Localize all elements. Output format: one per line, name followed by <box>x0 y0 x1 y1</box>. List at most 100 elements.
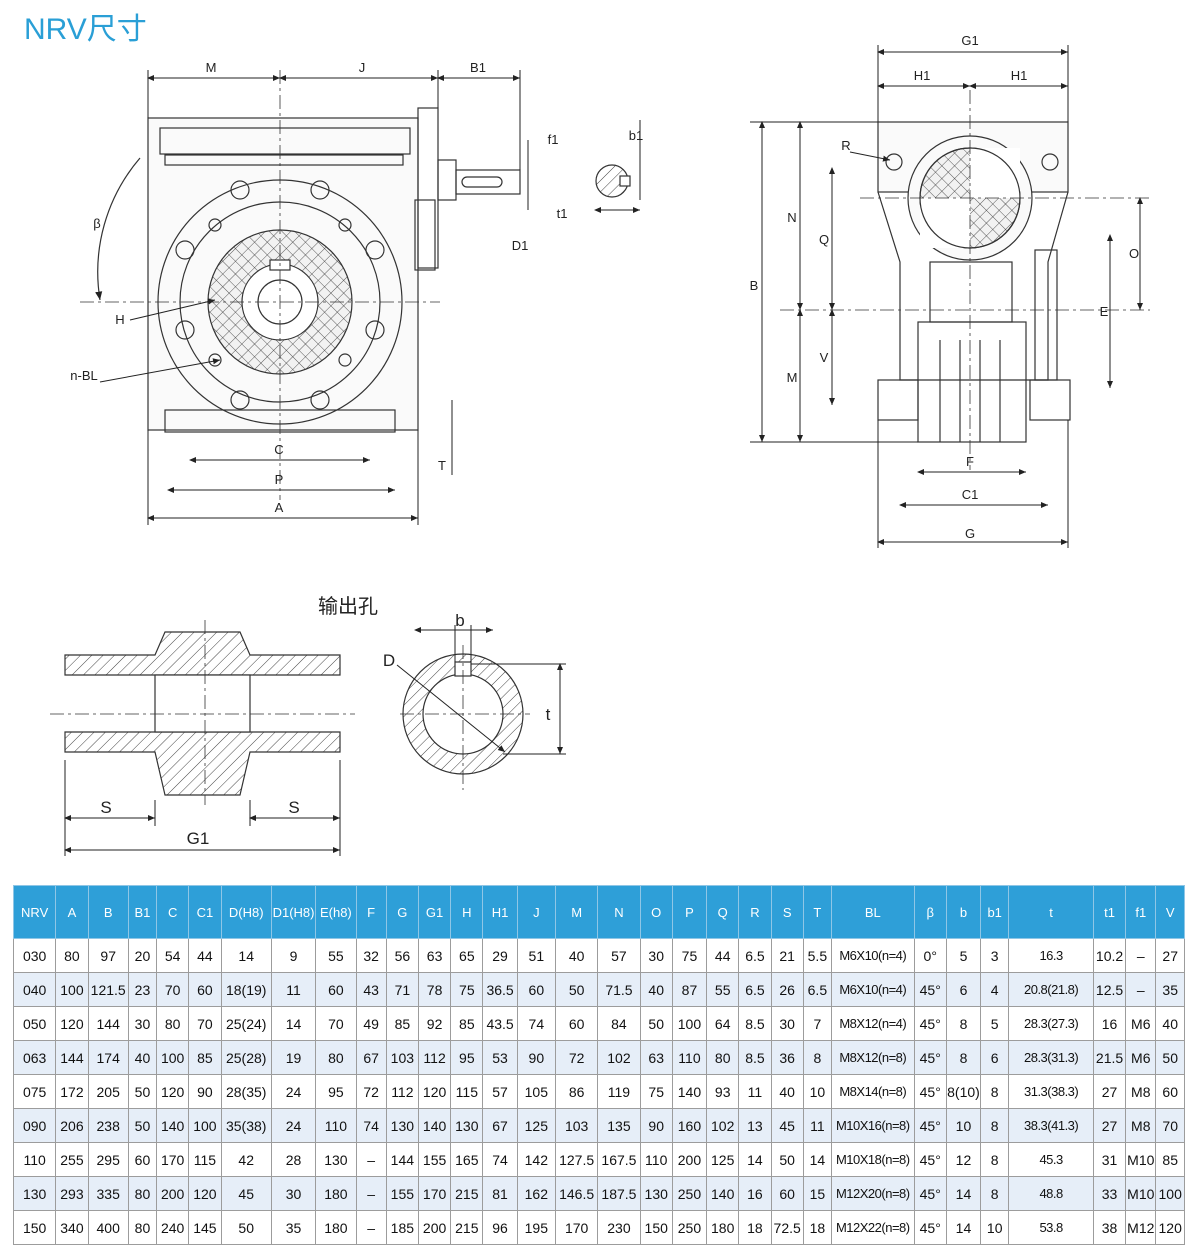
table-cell: 8 <box>980 1142 1010 1177</box>
table-cell: 102 <box>706 1108 740 1143</box>
table-cell: 3 <box>980 938 1010 973</box>
table-cell: 53 <box>482 1040 518 1075</box>
dim-label-front-2: B1 <box>470 60 486 75</box>
table-cell: 0° <box>913 938 947 973</box>
table-cell: 115 <box>188 1142 222 1177</box>
table-cell: 180 <box>706 1210 740 1245</box>
table-cell: 84 <box>597 1006 641 1041</box>
table-cell: 11 <box>738 1074 772 1109</box>
column-header: O <box>639 885 673 939</box>
bore-longitudinal-section <box>50 620 355 805</box>
table-cell: 335 <box>87 1176 129 1211</box>
table-cell: 45° <box>913 1006 947 1041</box>
table-cell: 70 <box>1155 1108 1185 1143</box>
table-cell: 100 <box>671 1006 708 1041</box>
table-cell: 27 <box>1155 938 1185 973</box>
table-cell: 45° <box>913 1142 947 1177</box>
table-cell: 45° <box>913 1210 947 1245</box>
table-cell: 21.5 <box>1092 1040 1127 1075</box>
table-cell: 80 <box>315 1040 357 1075</box>
table-cell: 238 <box>87 1108 129 1143</box>
table-cell: 100 <box>156 1040 190 1075</box>
table-cell: 60 <box>554 1006 599 1041</box>
table-cell: 16 <box>1092 1006 1127 1041</box>
table-cell: 93 <box>706 1074 740 1109</box>
table-cell: 12.5 <box>1092 972 1127 1007</box>
table-cell: 28.3(31.3) <box>1008 1040 1094 1075</box>
table-cell: 40 <box>1155 1006 1185 1041</box>
table-cell: 14 <box>220 938 272 973</box>
table-cell: 45° <box>913 972 947 1007</box>
dim-label-front-3: f1 <box>548 132 559 147</box>
column-header: F <box>355 885 387 939</box>
dim-label-front-9: n-BL <box>70 368 97 383</box>
table-cell: 70 <box>188 1006 222 1041</box>
page-title: NRV尺寸 <box>24 13 147 46</box>
table-cell: M6X10(n=4) <box>830 938 915 973</box>
table-cell: 130 <box>450 1108 484 1143</box>
table-cell: 85 <box>385 1006 419 1041</box>
table-cell: 24 <box>270 1074 317 1109</box>
table-cell: 10 <box>980 1210 1010 1245</box>
table-cell: 16.3 <box>1008 938 1094 973</box>
table-cell: 40 <box>639 972 673 1007</box>
table-cell: – <box>355 1210 387 1245</box>
table-cell: M12 <box>1125 1210 1157 1245</box>
dim-label-front-5: t1 <box>557 206 568 221</box>
column-header: H1 <box>482 885 518 939</box>
dim-label-side-13: G <box>965 526 975 541</box>
table-cell: 81 <box>482 1176 518 1211</box>
table-cell: M10X16(n=8) <box>830 1108 915 1143</box>
table-cell: 14 <box>945 1210 982 1245</box>
table-cell: M10 <box>1125 1142 1157 1177</box>
table-cell: 45° <box>913 1074 947 1109</box>
table-cell: 6.5 <box>738 972 772 1007</box>
column-header: A <box>55 885 89 939</box>
table-cell: M12X22(n=8) <box>830 1210 915 1245</box>
table-cell: 030 <box>12 938 57 973</box>
table-cell: 187.5 <box>597 1176 641 1211</box>
table-cell: 255 <box>55 1142 89 1177</box>
table-cell: 400 <box>87 1210 129 1245</box>
table-cell: 18(19) <box>220 972 272 1007</box>
table-cell: 103 <box>385 1040 419 1075</box>
column-header: Q <box>706 885 740 939</box>
bore-labels: D b t S S G1 <box>100 611 550 848</box>
table-cell: 67 <box>355 1040 387 1075</box>
column-header: G1 <box>417 885 452 939</box>
table-cell: 293 <box>55 1176 89 1211</box>
table-cell: M8X14(n=8) <box>830 1074 915 1109</box>
table-cell: 063 <box>12 1040 57 1075</box>
table-cell: 80 <box>706 1040 740 1075</box>
table-cell: 102 <box>597 1040 641 1075</box>
table-cell: 14 <box>270 1006 317 1041</box>
table-cell: 18 <box>802 1210 832 1245</box>
table-cell: 144 <box>385 1142 419 1177</box>
table-cell: 55 <box>315 938 357 973</box>
table-cell: 10 <box>945 1108 982 1143</box>
table-cell: 28.3(27.3) <box>1008 1006 1094 1041</box>
table-cell: 8.5 <box>738 1006 772 1041</box>
table-cell: 90 <box>516 1040 556 1075</box>
table-cell: 28(35) <box>220 1074 272 1109</box>
table-cell: 45 <box>770 1108 804 1143</box>
column-header: β <box>913 885 947 939</box>
table-cell: 75 <box>450 972 484 1007</box>
column-header: D1(H8) <box>270 885 317 939</box>
column-header: H <box>450 885 484 939</box>
dim-label-front-7: β <box>93 216 100 231</box>
table-cell: 42 <box>220 1142 272 1177</box>
table-cell: 215 <box>450 1210 484 1245</box>
table-cell: 4 <box>980 972 1010 1007</box>
table-cell: 35(38) <box>220 1108 272 1143</box>
column-header: J <box>516 885 556 939</box>
table-cell: 45° <box>913 1108 947 1143</box>
table-cell: 33 <box>1092 1176 1127 1211</box>
table-cell: 8 <box>980 1108 1010 1143</box>
table-cell: 150 <box>639 1210 673 1245</box>
table-cell: 120 <box>55 1006 89 1041</box>
table-cell: 86 <box>554 1074 599 1109</box>
column-header: NRV <box>12 885 57 939</box>
dim-label-front-11: P <box>275 472 284 487</box>
